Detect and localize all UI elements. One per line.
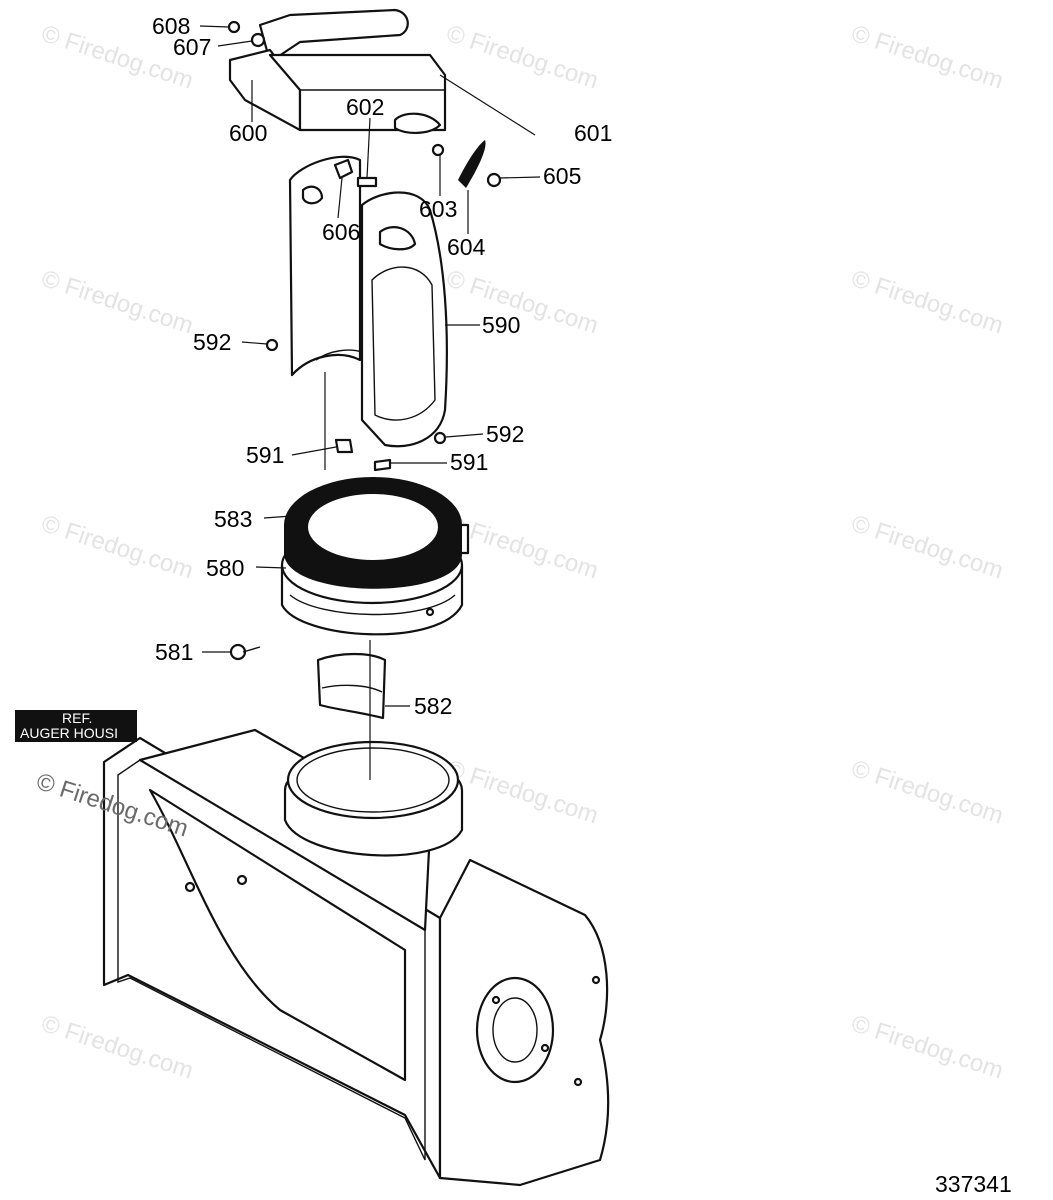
nut-605 [486, 172, 502, 188]
callout-605: 605 [543, 163, 581, 189]
callouts: 608 607 600 602 601 603 605 604 606 590 … [152, 13, 612, 719]
deflector-604 [458, 140, 486, 188]
chute-deflector-handle-600 [228, 8, 447, 134]
handle-600-grip [258, 8, 409, 64]
upper-chute-590-back-wall [288, 155, 362, 377]
screw-581-shank [242, 646, 261, 653]
drawing-number: 337341 [935, 1171, 1012, 1197]
watermark-text: © Firedog.com [38, 265, 196, 339]
reference-label-box [15, 710, 137, 742]
leader-601 [439, 74, 536, 136]
upper-chute-590-panel [371, 266, 436, 421]
callout-592a: 592 [193, 329, 231, 355]
upper-chute-590-front [360, 191, 448, 448]
nut-592-right [433, 431, 447, 445]
callout-591a: 591 [246, 442, 284, 468]
callout-607: 607 [173, 34, 211, 60]
callout-601: 601 [574, 120, 612, 146]
upper-chute-590-slot [378, 226, 417, 251]
chute-base-580-teeth-line [289, 594, 456, 616]
callout-583: 583 [214, 506, 252, 532]
chute-flange-582 [316, 652, 387, 720]
watermark-text: © Firedog.com [848, 265, 1006, 339]
chute-ring-583 [284, 477, 462, 589]
bolt-hole [184, 881, 196, 893]
chute-base-580-hole [425, 607, 435, 617]
leader-608 [199, 25, 230, 28]
screw-581 [229, 643, 247, 661]
callout-606: 606 [322, 219, 360, 245]
callout-604: 604 [447, 234, 486, 260]
bolt-591-left [334, 438, 354, 454]
leader-592b [445, 433, 484, 438]
reference-label-line2: AUGER HOUSI [20, 725, 118, 741]
watermark-text: © Firedog.com [443, 20, 601, 94]
callout-608: 608 [152, 13, 190, 39]
auger-housing [102, 728, 610, 1187]
watermark-text: © Firedog.com [443, 755, 601, 829]
watermark-text: © Firedog.com [443, 265, 601, 339]
callout-582: 582 [414, 693, 452, 719]
washer-607 [250, 32, 266, 48]
bolt-hole [591, 975, 601, 985]
chute-ring-583-opening [308, 494, 438, 560]
callout-580: 580 [206, 555, 244, 581]
side-plate-bearing-hole [475, 976, 555, 1084]
callout-592b: 592 [486, 421, 524, 447]
leader-605 [499, 176, 541, 179]
side-plate-bearing-inner [492, 997, 538, 1063]
leader-lines [199, 25, 541, 780]
watermark-text: © Firedog.com [38, 1010, 196, 1084]
reference-label: REF. AUGER HOUSI [15, 710, 137, 742]
chute-deflector-600-slot [393, 112, 442, 134]
leader-591a [291, 446, 337, 456]
bolt-hole [573, 1077, 583, 1087]
callout-600: 600 [229, 120, 267, 146]
callout-602: 602 [346, 94, 384, 120]
leader-580 [255, 566, 287, 569]
bolt-606 [333, 158, 354, 180]
callout-590: 590 [482, 312, 520, 338]
reference-label-line1: REF. [62, 710, 92, 726]
bolt-hole [540, 1043, 550, 1053]
chute-opening-inner [296, 747, 450, 813]
bolt-hole [236, 874, 248, 886]
leader-583 [263, 515, 293, 519]
nut-592-left [265, 338, 279, 352]
bolt-602 [356, 176, 378, 188]
upper-chute-590-slot-left [301, 185, 324, 205]
hardware [227, 20, 502, 661]
chute-opening-ring [286, 740, 460, 820]
upper-chute-590-lower-edge [315, 349, 363, 361]
callout-581: 581 [155, 639, 193, 665]
washer-603 [431, 143, 445, 157]
watermark-text: © Firedog.com [38, 510, 196, 584]
auger-housing-opening [148, 788, 407, 1082]
bolt-hole [491, 995, 501, 1005]
watermark-text: © Firedog.com [848, 20, 1006, 94]
watermark-text: © Firedog.com [848, 755, 1006, 829]
bolt-591-right [373, 458, 392, 472]
leader-592a [241, 341, 268, 345]
leader-602 [366, 117, 371, 179]
leader-606 [337, 177, 343, 219]
nut-608 [227, 20, 241, 34]
callout-591b: 591 [450, 449, 488, 475]
chute-flange-582-crease [321, 684, 383, 693]
watermark-text: © Firedog.com [848, 1010, 1006, 1084]
watermark-text: © Firedog.com [848, 510, 1006, 584]
callout-603: 603 [419, 196, 457, 222]
upper-chute-590 [288, 155, 448, 448]
leader-607 [217, 40, 253, 47]
